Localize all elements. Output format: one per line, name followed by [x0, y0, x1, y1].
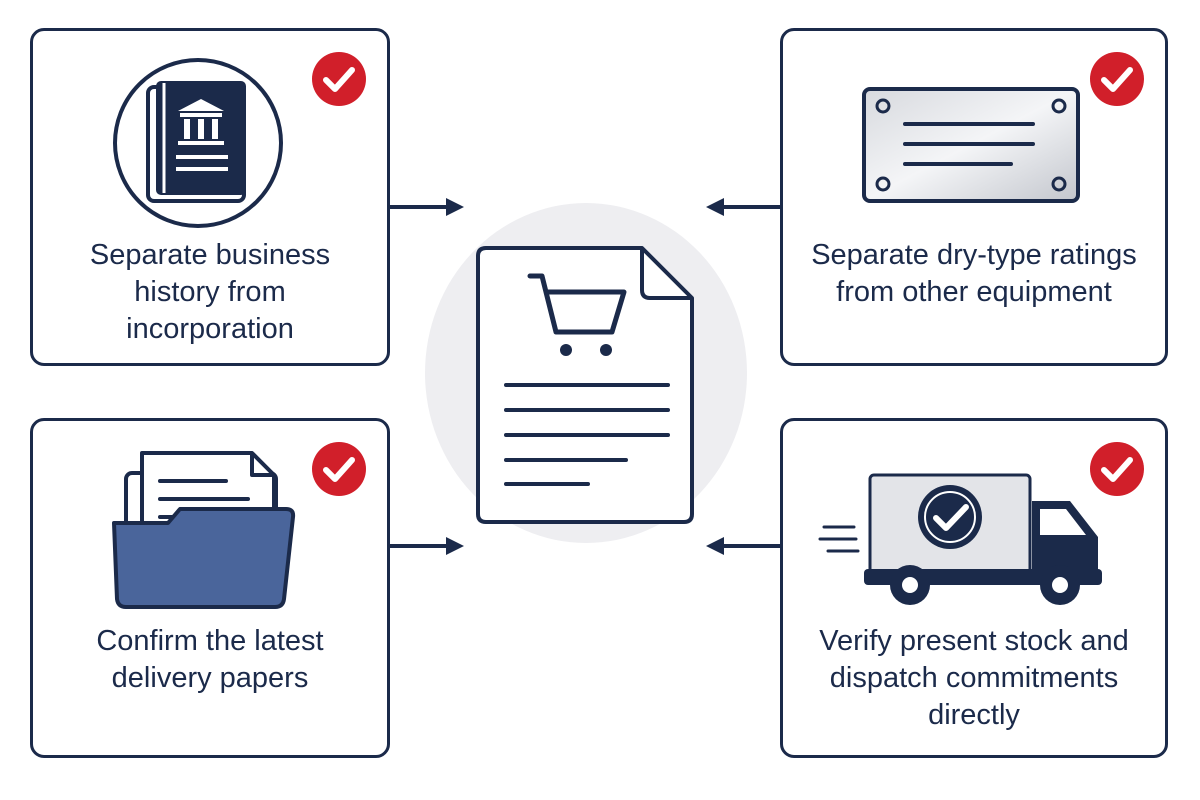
- card-dry-type-ratings: Separate dry-type ratings from other equ…: [780, 28, 1168, 366]
- rating-plate-icon: [862, 87, 1080, 203]
- folder-documents-icon: [112, 451, 296, 609]
- check-badge-icon: [312, 442, 366, 496]
- arrow-right-bottom: [390, 537, 464, 555]
- arrow-right-top: [390, 198, 464, 216]
- card-label: Separate business history from incorpora…: [89, 239, 331, 345]
- card-delivery-papers: Confirm the latest delivery papers: [30, 418, 390, 758]
- check-badge-icon: [1090, 442, 1144, 496]
- card-label: Confirm the latest delivery papers: [96, 625, 324, 694]
- card-label: Verify present stock and dispatch commit…: [819, 625, 1129, 731]
- check-badge-icon: [312, 52, 366, 106]
- purchase-order-document-icon: [476, 246, 694, 524]
- card-business-history: Separate business history from incorpora…: [30, 28, 390, 366]
- shopping-cart-icon: [527, 273, 627, 356]
- card-stock-dispatch: Verify present stock and dispatch commit…: [780, 418, 1168, 758]
- arrow-left-bottom: [706, 537, 780, 555]
- checkmark-circle-icon: [918, 485, 982, 549]
- check-badge-icon: [1090, 52, 1144, 106]
- delivery-truck-icon: [818, 473, 1102, 605]
- card-label: Separate dry-type ratings from other equ…: [811, 239, 1137, 308]
- registry-book-icon: [113, 58, 283, 228]
- arrow-left-top: [706, 198, 780, 216]
